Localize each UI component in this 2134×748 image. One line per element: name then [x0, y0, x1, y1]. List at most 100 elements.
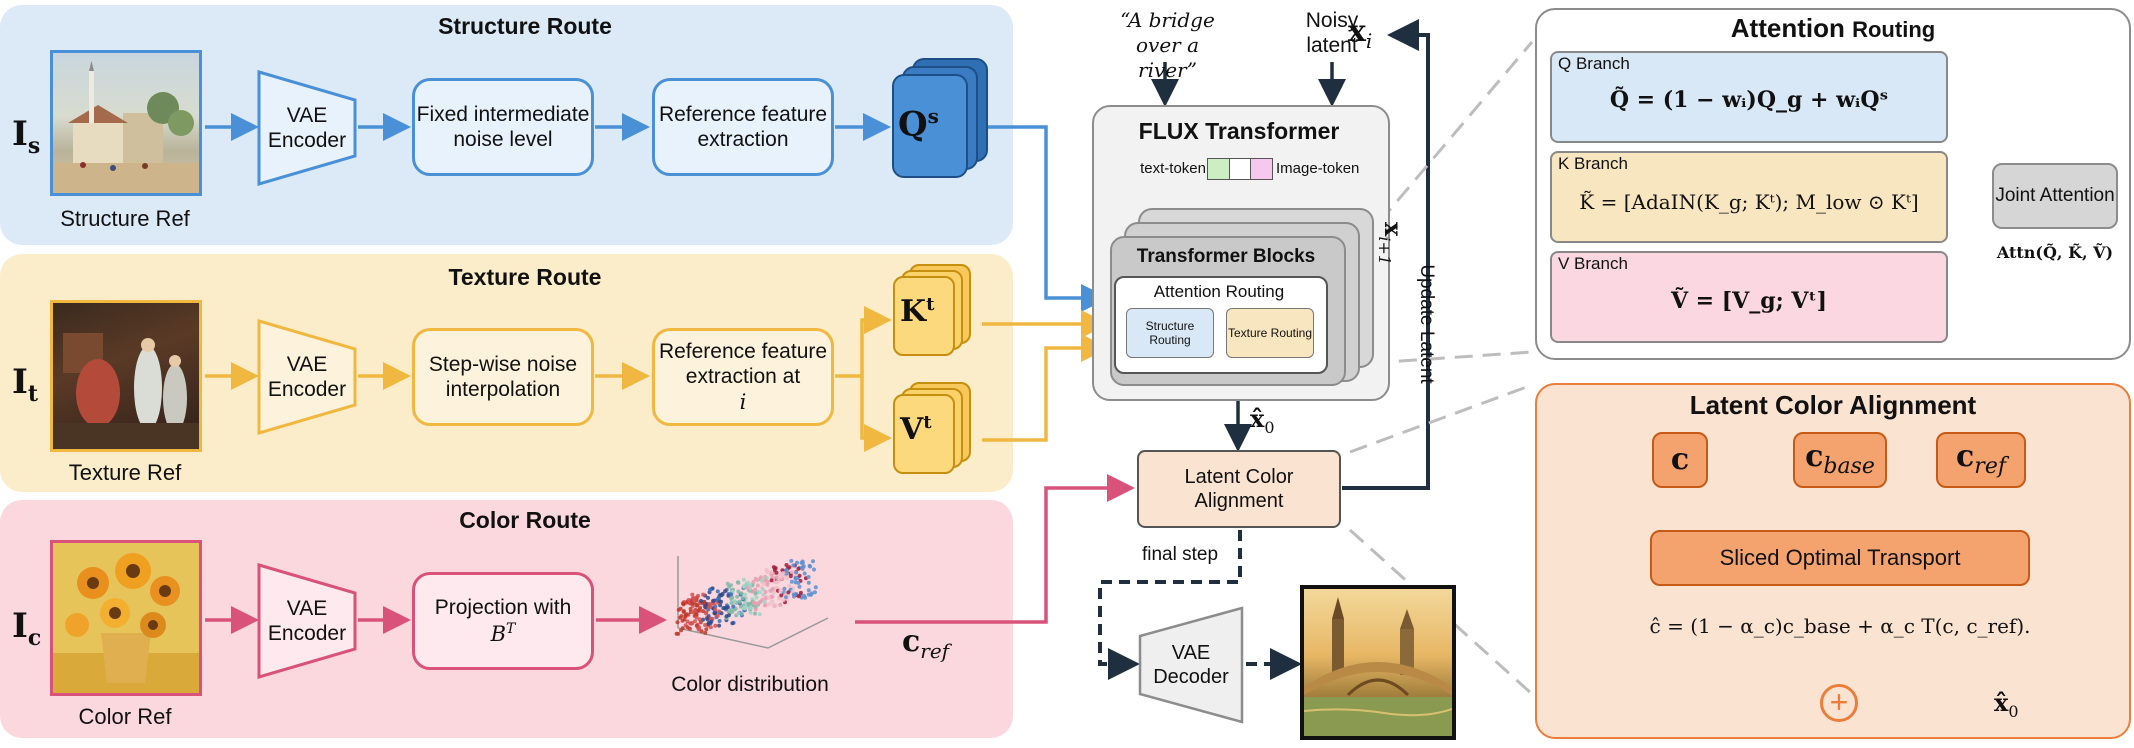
scatter-point: [742, 605, 747, 610]
structure-vae-encoder: VAE Encoder: [267, 103, 347, 152]
scatter-point: [797, 584, 802, 589]
scatter-point: [763, 596, 768, 601]
structure-ref-caption: Structure Ref: [60, 206, 190, 231]
scatter-point: [746, 580, 751, 585]
scatter-point: [681, 601, 686, 606]
color-vae-encoder: VAE Encoder: [267, 596, 347, 645]
scatter-point: [686, 598, 691, 602]
noisy-latent-label: Noisy latent: [1305, 9, 1359, 58]
scatter-point: [806, 575, 811, 579]
texture-key-label: Kt: [900, 294, 935, 329]
lca-c-base-box: cbase: [1793, 432, 1887, 488]
scatter-point: [787, 565, 792, 570]
scatter-point: [680, 626, 685, 631]
sliced-optimal-transport-box: Sliced Optimal Transport: [1650, 530, 2030, 586]
scatter-point: [788, 574, 793, 579]
scatter-point: [709, 619, 714, 624]
scatter-point: [795, 560, 799, 565]
scatter-point: [720, 591, 725, 596]
scatter-point: [754, 595, 759, 600]
scatter-point: [694, 603, 699, 608]
scatter-point: [708, 587, 712, 592]
v-branch-equation: Ṽ = [V_g; Vᵗ]: [1670, 288, 1828, 314]
final-step-label: final step: [1141, 544, 1219, 565]
texture-routing-box: Texture Routing: [1226, 308, 1314, 358]
scatter-point: [784, 567, 789, 572]
scatter-point: [760, 587, 765, 592]
scatter-point: [694, 623, 699, 628]
texture-route-title: Texture Route: [448, 264, 602, 290]
structure-vae-encoder-shape: [257, 70, 357, 186]
scatter-point: [736, 589, 741, 594]
scatter-point: [692, 598, 697, 603]
scatter-point: [813, 590, 817, 595]
scatter-point: [806, 580, 811, 585]
x-next-symbol: xi+1: [1375, 222, 1408, 266]
scatter-point: [778, 602, 783, 607]
scatter-point: [757, 590, 762, 595]
lca-c-ref-box: cref: [1936, 432, 2026, 488]
text-prompt: “A bridge over a river”: [1120, 8, 1215, 82]
structure-query-stack: Qs: [892, 58, 992, 178]
text-token-label: text-token: [1140, 160, 1206, 177]
lca-plus-node: +: [1820, 684, 1858, 722]
texture-vae-encoder-shape: [257, 319, 357, 435]
scatter-point: [741, 577, 746, 582]
scatter-point: [758, 599, 763, 604]
structure-routing-box: Structure Routing: [1126, 308, 1214, 358]
output-image: [1300, 585, 1456, 740]
scatter-point: [753, 587, 758, 592]
structure-feature-extraction-box: Reference feature extraction: [652, 78, 834, 176]
scatter-point: [801, 564, 806, 569]
scatter-point: [723, 589, 728, 594]
scatter-point: [701, 592, 706, 597]
scatter-point: [771, 590, 776, 595]
scatter-point: [711, 598, 716, 603]
scatter-point: [763, 590, 768, 594]
scatter-point: [753, 611, 757, 616]
joint-attention-box: Joint Attention: [1992, 163, 2118, 229]
scatter-point: [739, 591, 744, 596]
color-ref-output: cref: [902, 624, 950, 663]
scatter-point: [706, 614, 711, 619]
scatter-point: [737, 599, 742, 604]
center-attention-routing-title: Attention Routing: [1153, 282, 1285, 301]
scatter-point: [694, 612, 699, 617]
scatter-point: [704, 627, 709, 632]
scatter-point: [789, 570, 794, 574]
scatter-point: [706, 595, 710, 600]
scatter-point: [769, 578, 774, 583]
output-painting: [1304, 597, 1452, 736]
scatter-point: [791, 563, 796, 568]
color-distribution-plot: [674, 556, 829, 649]
scatter-point: [763, 578, 768, 583]
texture-vae-encoder: VAE Encoder: [267, 352, 347, 401]
scatter-point: [753, 576, 758, 581]
scatter-point: [753, 607, 758, 612]
scatter-point: [770, 587, 775, 591]
scatter-point: [774, 570, 779, 575]
scatter-point: [778, 588, 783, 593]
texture-reference-image: [50, 300, 202, 452]
scatter-point: [753, 591, 758, 596]
structure-route-title: Structure Route: [438, 13, 612, 39]
scatter-point: [707, 604, 712, 609]
scatter-point: [696, 593, 700, 598]
scatter-point: [683, 613, 688, 618]
k-branch-box: [1550, 151, 1948, 243]
scatter-point: [798, 590, 803, 595]
vae-decoder: VAE Decoder: [1153, 642, 1229, 688]
lca-c-box: c: [1652, 432, 1708, 488]
scatter-point: [789, 579, 794, 584]
scatter-point: [774, 575, 779, 580]
v-branch-label: V Branch: [1558, 254, 1628, 273]
scatter-point: [811, 559, 815, 564]
texture-ref-caption: Texture Ref: [68, 460, 182, 485]
scatter-point: [709, 616, 714, 621]
scatter-point: [704, 611, 708, 616]
scatter-point: [796, 580, 801, 585]
scatter-point: [767, 596, 772, 600]
scatter-point: [769, 570, 773, 575]
scatter-point: [732, 599, 737, 604]
scatter-point: [742, 584, 747, 589]
